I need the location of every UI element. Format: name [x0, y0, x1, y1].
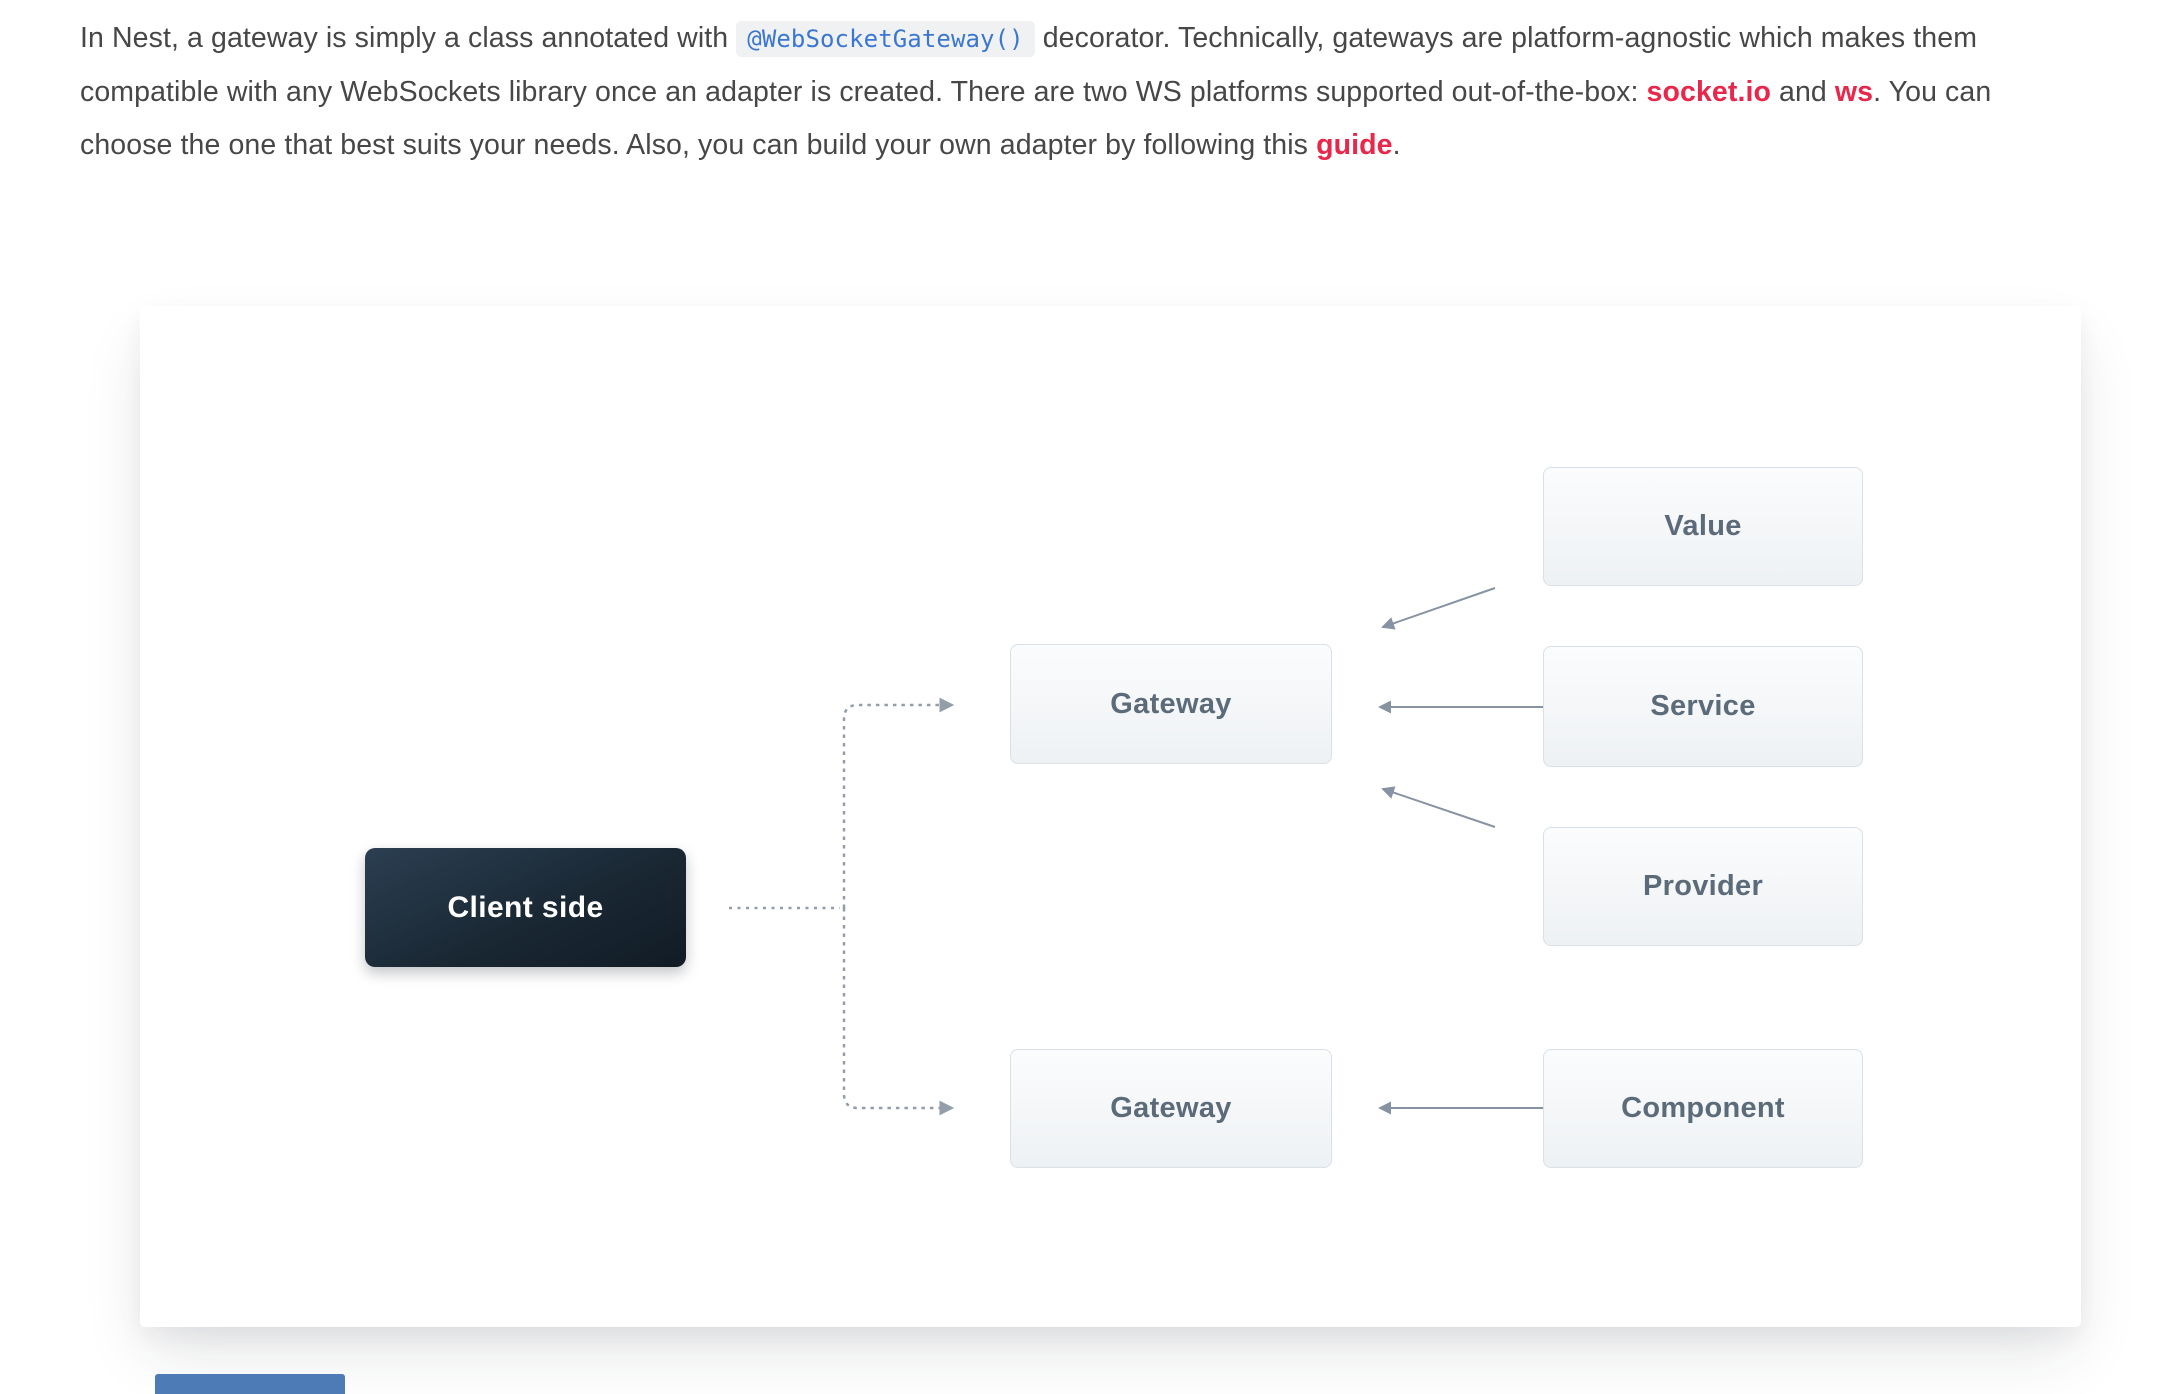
node-value-label: Value — [1664, 510, 1742, 542]
node-component: Component — [1543, 1049, 1863, 1168]
intro-paragraph: In Nest, a gateway is simply a class ann… — [80, 12, 2072, 172]
node-component-label: Component — [1621, 1092, 1785, 1124]
node-gateway-bottom: Gateway — [1010, 1049, 1332, 1168]
node-gateway-bottom-label: Gateway — [1110, 1092, 1232, 1124]
paragraph-text: and — [1771, 76, 1835, 108]
paragraph-text: . — [1392, 129, 1401, 161]
connector-branch-to-gateway2 — [842, 908, 955, 1116]
node-provider-label: Provider — [1642, 870, 1764, 902]
connector-provider-to-gateway1 — [1381, 786, 1496, 828]
node-gateway-top-label: Gateway — [1110, 687, 1232, 720]
node-provider: Provider — [1543, 827, 1863, 946]
connector-branch-to-gateway1 — [842, 697, 955, 908]
node-client-side: Client side — [365, 848, 686, 967]
link-socketio[interactable]: socket.io — [1646, 76, 1771, 108]
connector-value-to-gateway1 — [1381, 587, 1496, 630]
node-client-side-label: Client side — [447, 890, 604, 924]
partially-visible-blue-element[interactable] — [155, 1374, 345, 1394]
link-guide[interactable]: guide — [1316, 129, 1393, 161]
node-gateway-top: Gateway — [1010, 644, 1332, 764]
diagram-card: Client side Gateway Gateway Value Servic… — [140, 306, 2081, 1327]
paragraph-text: decorator. Technically, gateways are pla… — [80, 22, 1978, 108]
node-value: Value — [1543, 467, 1863, 586]
node-service: Service — [1543, 646, 1863, 767]
inline-code-websocketgateway: @WebSocketGateway() — [736, 21, 1035, 57]
link-ws[interactable]: ws — [1834, 76, 1874, 108]
node-service-label: Service — [1650, 690, 1756, 722]
diagram-connectors — [729, 587, 1543, 1116]
paragraph-text: . You can choose the one that best suits… — [80, 76, 1992, 161]
paragraph-text: In Nest, a gateway is simply a class ann… — [80, 22, 737, 54]
